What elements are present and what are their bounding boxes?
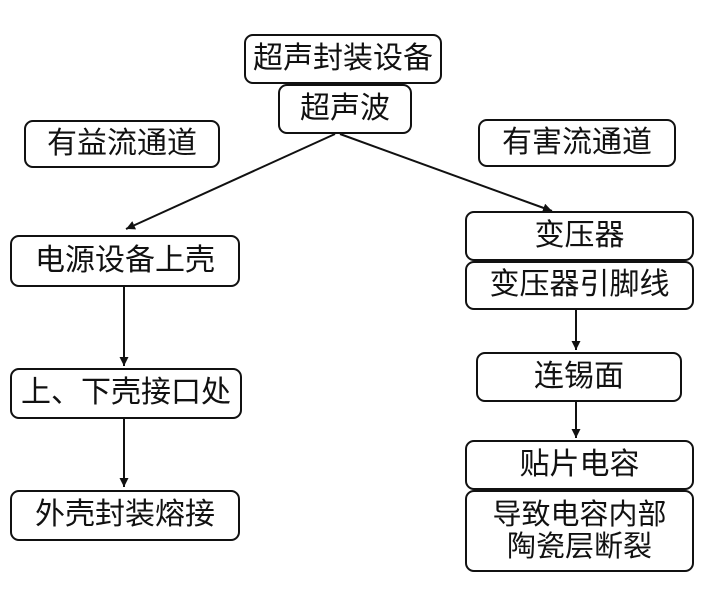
node-label-line-2: 陶瓷层断裂 xyxy=(506,529,652,563)
node-label: 外壳封装熔接 xyxy=(35,497,215,533)
node-label: 上、下壳接口处 xyxy=(21,375,231,411)
node-label: 变压器引脚线 xyxy=(489,267,670,303)
node-label: 连锡面 xyxy=(534,358,624,394)
node-label-line-1: 导致电容内部 xyxy=(492,497,667,532)
node-ultrasound: 超声波 xyxy=(278,84,412,134)
node-harmful-channel: 有害流通道 xyxy=(478,119,676,167)
node-transformer: 变压器 xyxy=(465,211,694,261)
node-smd-capacitor: 贴片电容 xyxy=(465,440,694,490)
node-shell-interface: 上、下壳接口处 xyxy=(10,368,242,419)
node-label: 超声波 xyxy=(300,90,390,126)
node-label: 有害流通道 xyxy=(502,124,652,160)
arrow-ultrasound-to-power-upper-shell xyxy=(125,133,336,230)
node-ultrasonic-sealing-equipment: 超声封装设备 xyxy=(244,34,442,84)
node-label: 有益流通道 xyxy=(47,125,197,161)
node-label: 电源设备上壳 xyxy=(35,242,215,278)
node-beneficial-channel: 有益流通道 xyxy=(24,120,220,168)
arrow-ultrasound-to-transformer xyxy=(339,133,553,213)
node-label: 超声封装设备 xyxy=(253,40,433,76)
node-label: 变压器 xyxy=(534,217,625,253)
node-label: 贴片电容 xyxy=(519,446,640,482)
node-transformer-pins: 变压器引脚线 xyxy=(465,261,694,310)
node-solder-surface: 连锡面 xyxy=(476,352,682,402)
node-power-upper-shell: 电源设备上壳 xyxy=(10,235,240,287)
node-capacitor-crack: 导致电容内部 陶瓷层断裂 xyxy=(465,490,694,572)
node-shell-welding: 外壳封装熔接 xyxy=(10,490,240,541)
